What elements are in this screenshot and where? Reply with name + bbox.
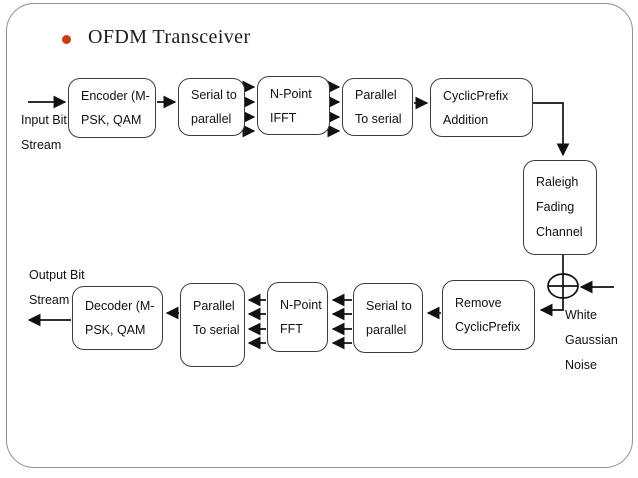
block-label: Serial to — [191, 88, 237, 102]
block-label: Serial to — [366, 299, 412, 313]
block-label: parallel — [366, 323, 407, 337]
page-title: OFDM Transceiver — [88, 26, 251, 48]
block-label: Parallel — [193, 299, 235, 313]
block-label: Remove — [455, 296, 502, 310]
block-cyclic-prefix-addition: CyclicPrefix Addition — [430, 78, 533, 137]
block-n-point-fft: N-Point FFT — [267, 282, 328, 352]
block-serial-to-parallel-tx: Serial to parallel — [178, 78, 245, 136]
block-encoder: Encoder (M- PSK, QAM — [68, 78, 156, 138]
block-label: PSK, QAM — [81, 113, 142, 127]
block-label: CyclicPrefix — [443, 88, 509, 103]
block-label: N-Point — [270, 86, 312, 101]
block-label: FFT — [280, 322, 303, 336]
block-remove-cyclic-prefix: Remove CyclicPrefix — [442, 280, 535, 350]
block-rayleigh-fading-channel: Raleigh Fading Channel — [523, 160, 597, 255]
input-bit-stream-label: Input Bit Stream — [21, 113, 67, 152]
block-label: Addition — [443, 112, 489, 127]
block-label: PSK, QAM — [85, 323, 146, 337]
bullet-icon — [62, 34, 71, 44]
white-gaussian-noise-label: White Gaussian Noise — [565, 308, 618, 372]
block-label: To serial — [355, 112, 402, 126]
output-bit-stream-label: Output Bit Stream — [29, 268, 85, 307]
block-parallel-to-serial-tx: Parallel To serial — [342, 78, 413, 136]
block-label: Parallel — [355, 88, 397, 102]
block-label: N-Point — [280, 298, 322, 312]
block-label: Raleigh — [536, 175, 579, 189]
block-label: CyclicPrefix — [455, 320, 521, 334]
block-label: Decoder (M- — [85, 299, 155, 313]
block-label: Channel — [536, 225, 583, 239]
block-label: To serial — [193, 323, 240, 337]
block-serial-to-parallel-rx: Serial to parallel — [353, 283, 423, 353]
block-decoder: Decoder (M- PSK, QAM — [72, 286, 163, 350]
block-label: Fading — [536, 200, 575, 214]
block-n-point-ifft: N-Point IFFT — [257, 76, 330, 135]
block-label: parallel — [191, 112, 232, 126]
block-label: Encoder (M- — [81, 89, 150, 103]
slide-title-row: OFDM Transceiver — [62, 26, 251, 49]
block-parallel-to-serial-rx: Parallel To serial — [180, 283, 245, 367]
block-label: IFFT — [270, 110, 297, 125]
